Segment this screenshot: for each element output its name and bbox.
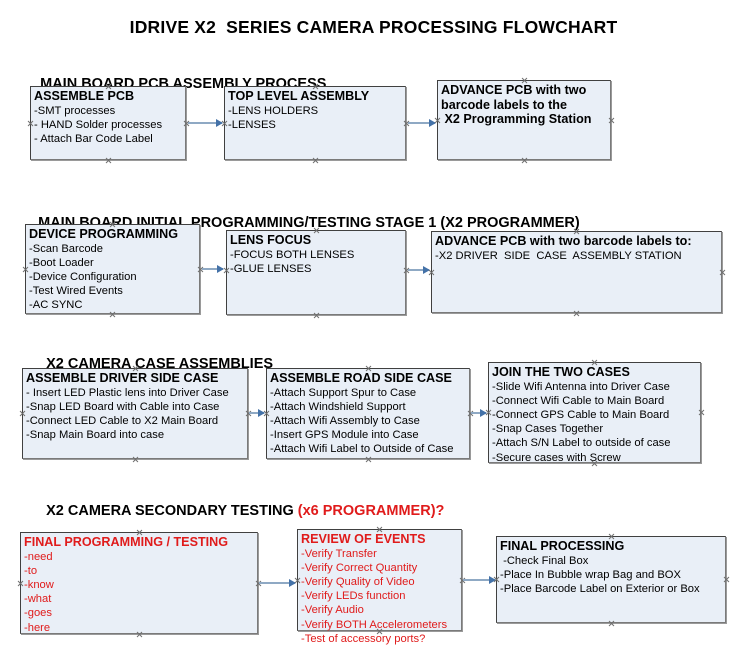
node-line: -Secure cases with Screw <box>492 451 621 464</box>
node-line: -Verify LEDs function <box>301 590 406 603</box>
node-title: FINAL PROCESSING <box>500 539 625 553</box>
node-title: LENS FOCUS <box>230 233 312 247</box>
node-line: -Place Barcode Label on Exterior or Box <box>500 582 700 595</box>
node-assemble-pcb[interactable]: ASSEMBLE PCB -SMT processes - HAND Solde… <box>30 86 186 160</box>
arrow-lens-focus-to-advance-pcb <box>408 266 430 274</box>
node-line: -need <box>24 550 53 563</box>
arrow-driver-case-to-road-case <box>249 409 265 417</box>
node-line: -Verify Transfer <box>301 547 377 560</box>
arrow-assemble-pcb-to-top-level <box>188 119 223 127</box>
node-line-overflow: -Test of accessory ports? <box>301 632 426 645</box>
node-line: X2 Programming Station <box>441 112 592 126</box>
node-line: -Snap Main Board into case <box>26 429 165 442</box>
node-line: -Attach Wifi Label to Outside of Case <box>270 443 454 456</box>
node-line: -X2 DRIVER SIDE CASE ASSEMBLY STATION <box>435 249 682 262</box>
node-line: -Verify Correct Quantity <box>301 561 418 574</box>
node-title: REVIEW OF EVENTS <box>301 532 426 546</box>
node-advance-pcb-to-driver-side-case[interactable]: ADVANCE PCB with two barcode labels to: … <box>431 231 722 313</box>
node-final-programming-testing[interactable]: FINAL PROGRAMMING / TESTING -need -to -k… <box>20 532 258 634</box>
node-line: -FOCUS BOTH LENSES <box>230 248 355 261</box>
node-line: -here <box>24 621 51 634</box>
node-lens-focus[interactable]: LENS FOCUS -FOCUS BOTH LENSES -GLUE LENS… <box>226 230 406 315</box>
node-join-the-two-cases[interactable]: JOIN THE TWO CASES -Slide Wifi Antenna i… <box>488 362 701 464</box>
node-line: -Insert GPS Module into Case <box>270 429 419 442</box>
node-title: FINAL PROGRAMMING / TESTING <box>24 535 229 549</box>
node-final-processing[interactable]: FINAL PROCESSING -Check Final Box -Place… <box>496 536 726 623</box>
node-line: -Verify BOTH Accelerometers <box>301 618 448 631</box>
node-line: -Connect Wifi Cable to Main Board <box>492 394 665 407</box>
node-title: ADVANCE PCB with two <box>441 83 587 97</box>
node-title: TOP LEVEL ASSEMBLY <box>228 89 370 103</box>
node-assemble-driver-side-case[interactable]: ASSEMBLE DRIVER SIDE CASE - Insert LED P… <box>22 368 248 459</box>
node-line: -Attach Support Spur to Case <box>270 386 417 399</box>
section-heading-accent: (x6 PROGRAMMER)? <box>297 503 445 519</box>
node-line: -Verify Quality of Video <box>301 575 415 588</box>
node-title: DEVICE PROGRAMMING <box>29 227 179 241</box>
arrow-review-of-events-to-final-processing <box>463 576 496 584</box>
page-title: IDRIVE X2 SERIES CAMERA PROCESSING FLOWC… <box>129 17 618 37</box>
node-line: -GLUE LENSES <box>230 262 312 275</box>
node-line: - HAND Solder processes <box>34 118 163 131</box>
node-line: -Boot Loader <box>29 256 94 269</box>
node-line: - Attach Bar Code Label <box>34 132 153 145</box>
node-line: -Place In Bubble wrap Bag and BOX <box>500 568 681 581</box>
node-title: JOIN THE TWO CASES <box>492 365 630 379</box>
node-line: -what <box>24 593 52 606</box>
node-line: -Connect GPS Cable to Main Board <box>492 408 670 421</box>
arrow-top-level-to-advance-pcb <box>408 119 436 127</box>
arrow-final-programming-to-review-of-events <box>259 579 296 587</box>
node-line: -Scan Barcode <box>29 242 104 255</box>
node-line: -Connect LED Cable to X2 Main Board <box>26 414 219 427</box>
node-line: -LENS HOLDERS <box>228 104 319 117</box>
node-line: -Attach Wifi Assembly to Case <box>270 414 420 427</box>
node-line: -Snap LED Board with Cable into Case <box>26 400 220 413</box>
node-line: -Device Configuration <box>29 270 137 283</box>
node-line: -SMT processes <box>34 104 116 117</box>
node-line: -Check Final Box <box>500 554 589 567</box>
node-line: - Insert LED Plastic lens into Driver Ca… <box>26 386 229 399</box>
node-title: ASSEMBLE DRIVER SIDE CASE <box>26 371 219 385</box>
node-line: -Snap Cases Together <box>492 423 604 436</box>
node-line: -know <box>24 578 54 591</box>
arrow-road-case-to-join-cases <box>471 409 487 417</box>
node-line: -to <box>24 564 38 577</box>
section-heading-text: X2 CAMERA SECONDARY TESTING <box>46 503 298 519</box>
arrow-device-programming-to-lens-focus <box>202 265 224 273</box>
node-line: -Verify Audio <box>301 604 364 617</box>
node-line: -goes <box>24 607 52 620</box>
node-line: -Test Wired Events <box>29 285 123 298</box>
node-advance-pcb-to-programming-station[interactable]: ADVANCE PCB with two barcode labels to t… <box>437 80 611 160</box>
node-assemble-road-side-case[interactable]: ASSEMBLE ROAD SIDE CASE -Attach Support … <box>266 368 470 459</box>
node-title: ASSEMBLE PCB <box>34 89 135 103</box>
node-line: -AC SYNC <box>29 299 83 312</box>
node-top-level-assembly[interactable]: TOP LEVEL ASSEMBLY -LENS HOLDERS -LENSES <box>224 86 406 160</box>
node-line: -Slide Wifi Antenna into Driver Case <box>492 380 670 393</box>
node-line: -LENSES <box>228 118 276 131</box>
node-title: ADVANCE PCB with two barcode labels to: <box>435 234 692 248</box>
node-line: -Attach Windshield Support <box>270 400 406 413</box>
node-line: -Attach S/N Label to outside of case <box>492 437 671 450</box>
node-title: ASSEMBLE ROAD SIDE CASE <box>270 371 452 385</box>
node-device-programming[interactable]: DEVICE PROGRAMMING -Scan Barcode -Boot L… <box>25 224 200 314</box>
node-line: barcode labels to the <box>441 97 567 112</box>
section-heading-x2-camera-secondary-testing: X2 CAMERA SECONDARY TESTING (x6 PROGRAMM… <box>30 487 444 535</box>
node-review-of-events[interactable]: REVIEW OF EVENTS -Verify Transfer -Verif… <box>297 529 462 645</box>
